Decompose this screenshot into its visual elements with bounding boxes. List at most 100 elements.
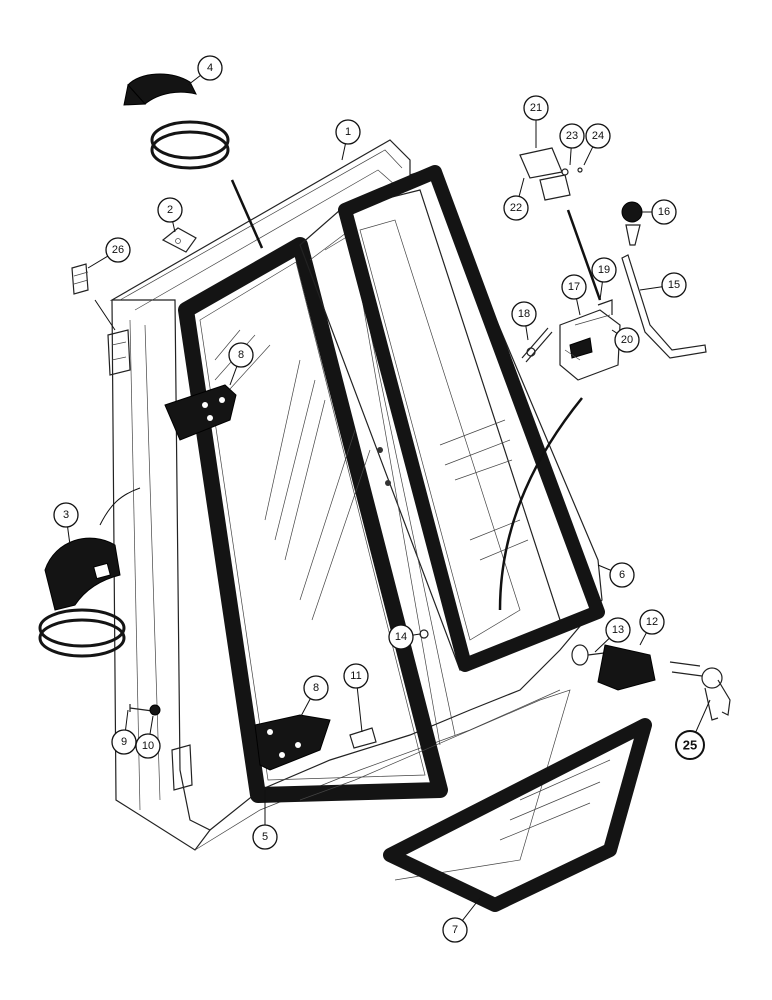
callout-leader [87, 255, 108, 269]
callout-number: 25 [683, 738, 697, 753]
callout-16: 16 [642, 199, 677, 225]
callout-number: 5 [262, 831, 268, 843]
callout-leader [576, 298, 581, 316]
callout-number: 26 [112, 244, 124, 256]
callout-circle [559, 123, 585, 149]
callout-leader [525, 325, 529, 341]
grease-fitting [71, 263, 116, 331]
latch-assembly [559, 299, 621, 381]
callout-2: 2 [157, 197, 183, 233]
callout-leader [172, 221, 176, 233]
callout-number: 15 [668, 279, 680, 291]
callout-number: 9 [121, 736, 127, 748]
callout-number: 16 [658, 206, 670, 218]
callout-number: 23 [566, 130, 578, 142]
callout-11: 11 [343, 663, 369, 733]
callout-circle [303, 675, 329, 701]
callout-leader [124, 709, 129, 731]
callout-15: 15 [639, 272, 687, 298]
callout-leader [341, 143, 346, 161]
callout-number: 18 [518, 308, 530, 320]
callout-leader [583, 146, 594, 166]
callout-14: 14 [388, 624, 421, 650]
callout-leader [597, 564, 612, 571]
callout-4: 4 [187, 55, 223, 86]
callout-circle [605, 617, 631, 643]
callout-circle [157, 197, 183, 223]
callout-19: 19 [591, 257, 617, 301]
callout-circle [343, 663, 369, 689]
callout-circle [335, 119, 361, 145]
callout-circle [388, 624, 414, 650]
callout-leader [187, 74, 201, 86]
callout-circle [609, 562, 635, 588]
callout-number: 6 [619, 569, 625, 581]
callout-leader [229, 366, 238, 386]
callout-8b: 8 [299, 675, 329, 719]
callout-leader [518, 177, 525, 197]
lower-window-gasket [299, 689, 652, 912]
catch-plate [349, 727, 377, 749]
callout-leader [461, 897, 481, 921]
callout-leader [299, 698, 311, 719]
callout-circle [53, 502, 79, 528]
callout-number: 12 [646, 616, 658, 628]
callout-5: 5 [252, 790, 278, 850]
nut [149, 704, 161, 716]
callout-number: 8 [238, 349, 244, 361]
main-window-gasket [178, 237, 448, 803]
callout-25: 25 [675, 699, 711, 760]
striker-plate [519, 147, 583, 201]
callout-circle [503, 195, 529, 221]
callout-3: 3 [53, 502, 79, 546]
latch-pin [521, 327, 553, 363]
callout-number: 24 [592, 130, 604, 142]
upper-window-bracket [164, 384, 237, 441]
callout-circle [442, 917, 468, 943]
callout-number: 14 [395, 631, 407, 643]
callout-circle [252, 824, 278, 850]
callout-leader [695, 699, 711, 733]
mounting-bracket [161, 227, 197, 253]
callout-circle [197, 55, 223, 81]
callout-number: 7 [452, 924, 458, 936]
callout-13: 13 [594, 617, 631, 653]
callout-circle [585, 123, 611, 149]
callout-circle [639, 609, 665, 635]
callout-number: 13 [612, 624, 624, 636]
callout-number: 1 [345, 126, 351, 138]
callout-leader [569, 147, 572, 166]
callout-24: 24 [583, 123, 611, 166]
lever-knob [621, 201, 643, 246]
callout-number: 17 [568, 281, 580, 293]
lower-window-bracket [254, 714, 331, 771]
callout-number: 11 [350, 670, 361, 682]
callout-circle [228, 342, 254, 368]
callout-leader [611, 329, 618, 334]
callout-circle [561, 274, 587, 300]
sliding-window-frame [299, 189, 561, 746]
callout-number: 21 [530, 102, 542, 114]
callout-circle [651, 199, 677, 225]
keys [669, 661, 731, 721]
lower-hinge-plate [171, 744, 193, 791]
callout-leader [412, 633, 421, 636]
callout-leader [599, 281, 603, 301]
callout-20: 20 [611, 327, 640, 353]
callout-leader [67, 526, 71, 546]
callout-leader [639, 286, 663, 291]
main-window-glass [199, 261, 426, 781]
door-handle [571, 644, 656, 691]
callout-leader [149, 715, 154, 735]
callout-circle [511, 301, 537, 327]
callout-circle [591, 257, 617, 283]
callout-circle [661, 272, 687, 298]
callout-12: 12 [639, 609, 665, 646]
large-leader-arrows [230, 179, 602, 611]
callout-number: 19 [598, 264, 610, 276]
callout-number: 4 [207, 62, 213, 74]
sliding-window-gasket [338, 165, 605, 672]
callout-21: 21 [523, 95, 549, 148]
